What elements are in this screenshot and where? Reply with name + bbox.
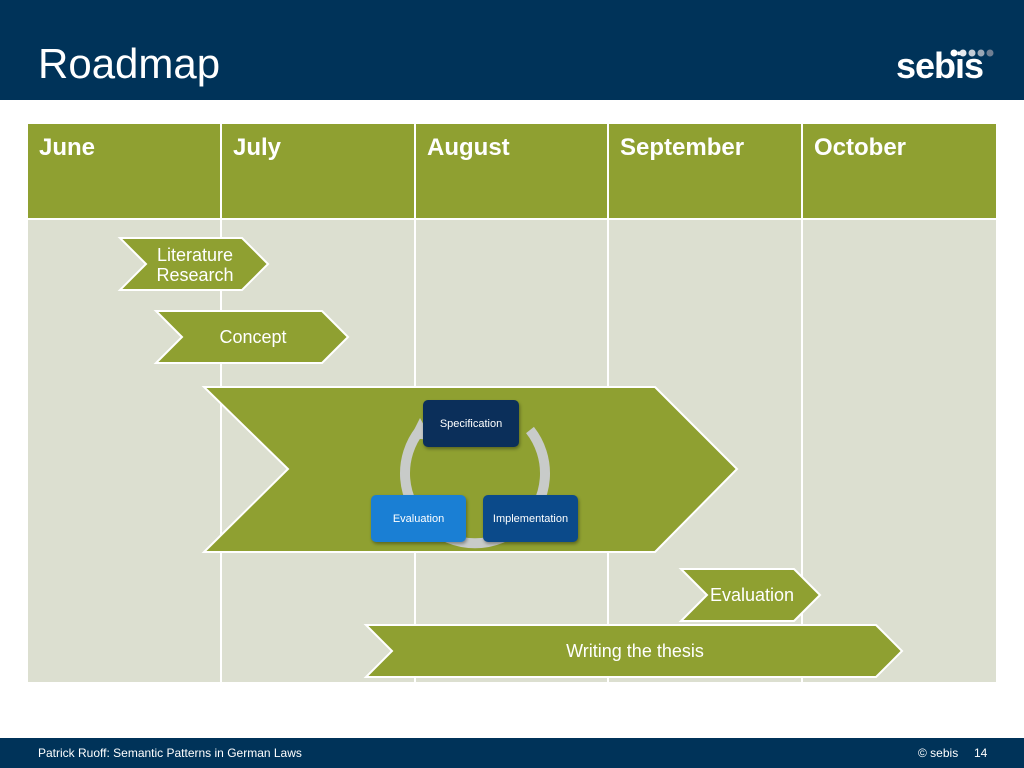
month-header-july: July — [222, 124, 416, 218]
month-label: August — [427, 134, 510, 161]
concept-label: Concept — [219, 327, 287, 347]
implementation-box: Implementation — [483, 495, 578, 542]
header-bar: Roadmap sebis — [0, 0, 1024, 100]
month-header-september: September — [609, 124, 803, 218]
writing-thesis-label: Writing the thesis — [566, 641, 704, 661]
concept-chevron — [153, 310, 350, 364]
evaluation-cycle-box: Evaluation — [371, 495, 466, 542]
evaluation-label: Evaluation — [709, 585, 795, 605]
month-label: October — [814, 134, 907, 161]
footer-copyright: © sebis — [918, 746, 959, 760]
month-label: September — [620, 134, 745, 161]
month-label: June — [39, 134, 96, 161]
logo-dots-icon — [950, 49, 994, 57]
writing-thesis-chevron — [363, 624, 904, 678]
month-header-june: June — [28, 124, 222, 218]
specification-box: Specification — [423, 400, 519, 447]
iteration-chevron — [201, 386, 739, 553]
month-column-october — [803, 220, 996, 682]
month-header-october: October — [803, 124, 996, 218]
evaluation-chevron — [678, 568, 822, 622]
month-label: July — [233, 134, 282, 161]
page-title: Roadmap — [38, 40, 221, 87]
literature-label-line2: Research — [156, 265, 234, 285]
footer-bar: Patrick Ruoff: Semantic Patterns in Germ… — [0, 738, 1024, 768]
page-number: 14 — [974, 746, 988, 760]
sebis-logo: sebis — [896, 44, 1006, 88]
literature-research-label: Literature Research — [146, 245, 244, 285]
literature-label-line1: Literature — [156, 245, 234, 265]
month-header-august: August — [416, 124, 609, 218]
month-column-june — [28, 220, 222, 682]
footer-author: Patrick Ruoff: Semantic Patterns in Germ… — [38, 746, 302, 760]
literature-research-chevron — [117, 237, 270, 291]
